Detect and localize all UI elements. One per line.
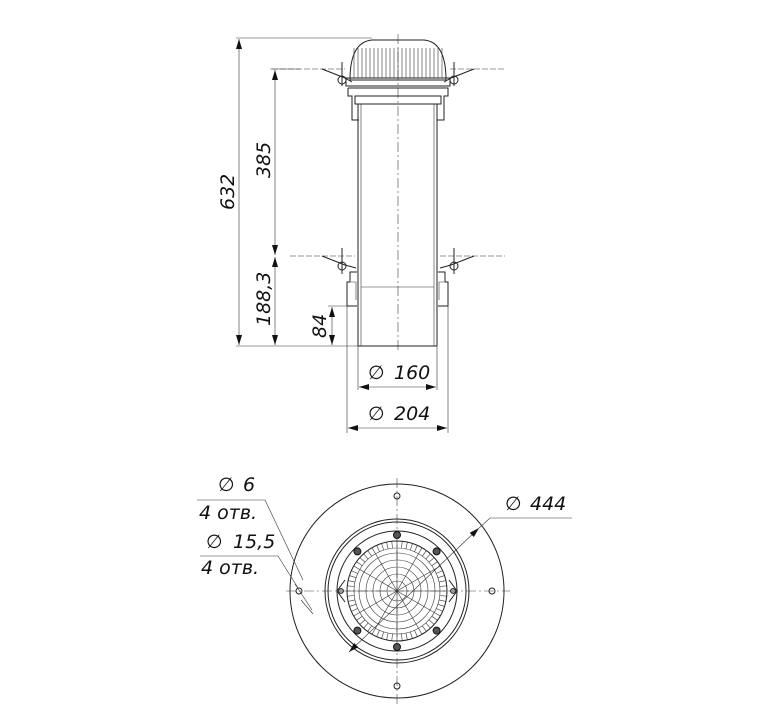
dim-label-444: 444 [530, 493, 566, 515]
diameter-symbol: ∅ [218, 474, 235, 496]
hole-count-label: 4 отв. [199, 502, 257, 524]
upper-collar [347, 87, 449, 121]
lower-flange [290, 248, 505, 274]
collar-ring [354, 95, 442, 105]
flange-outline [289, 483, 505, 699]
dim-label-385: 385 [253, 142, 275, 178]
dim-label-632: 632 [217, 174, 239, 210]
pipe [357, 104, 438, 347]
diameter-symbol: ∅ [368, 362, 385, 384]
dim-label-hole-6: 6 [243, 474, 255, 496]
dim-label-188-3: 188,3 [253, 272, 275, 326]
dim-label-hole-15-5: 15,5 [233, 531, 275, 553]
upper-flange [272, 62, 505, 86]
diameter-symbol: ∅ [206, 531, 223, 553]
top-view: ∅ 444 ∅ 6 4 отв. ∅ 15,5 4 отв. [197, 474, 572, 704]
diameter-symbol: ∅ [505, 493, 522, 515]
hole-count-label: 4 отв. [201, 557, 259, 579]
dim-label-204: 204 [394, 403, 430, 425]
side-view: 632 385 188,3 84 ∅ 160 ∅ 204 [217, 34, 505, 433]
dim-label-84: 84 [309, 314, 331, 338]
grate [346, 540, 448, 642]
anchor-holes [295, 492, 496, 690]
dim-line-444 [348, 527, 480, 653]
dim-label-160: 160 [394, 362, 430, 384]
diameter-symbol: ∅ [368, 403, 385, 425]
lower-sleeve [346, 271, 449, 307]
